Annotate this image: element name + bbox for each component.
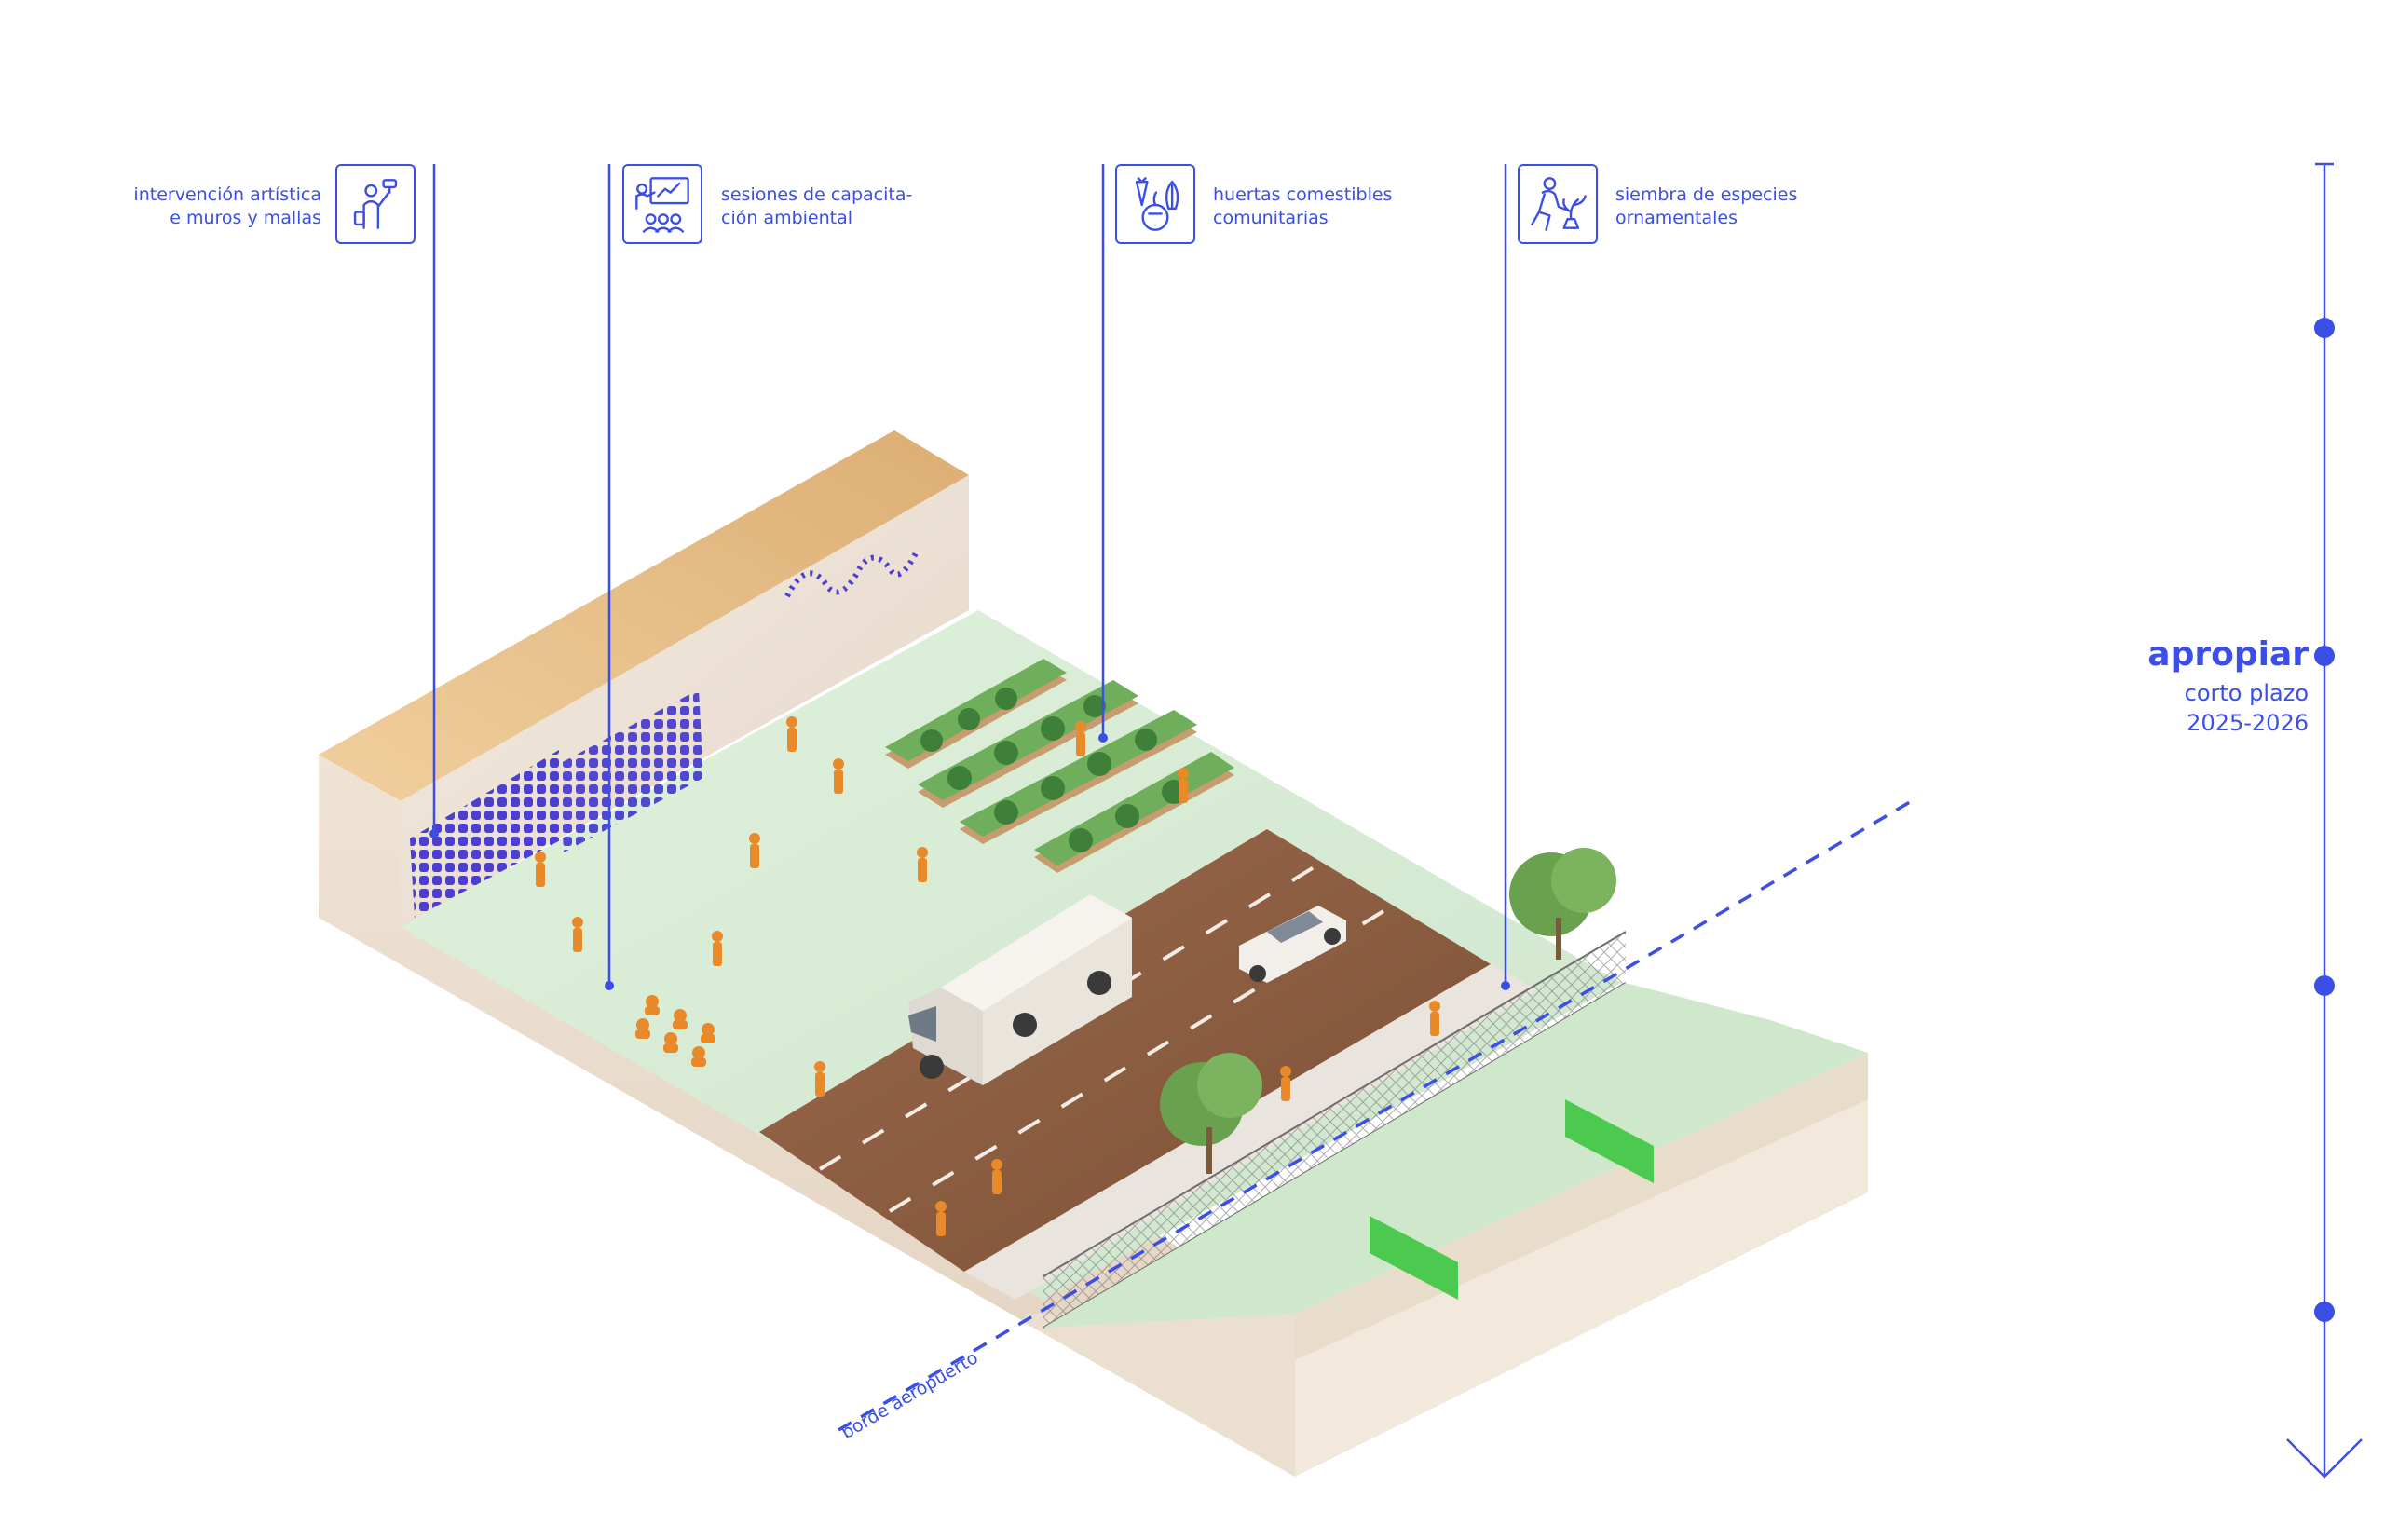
people-figures	[535, 716, 1440, 1236]
activity-label-ornamental: siembra de especies ornamentales	[1615, 184, 1798, 228]
timeline-marker-active	[2314, 646, 2335, 666]
timeline-marker	[2314, 318, 2335, 338]
truck	[908, 894, 1132, 1085]
planting-person-icon	[1518, 164, 1598, 244]
timeline-marker	[2314, 975, 2335, 996]
activity-label-art: intervención artística e muros y mallas	[133, 184, 321, 228]
pointer-lines	[429, 164, 1510, 990]
phase-term: corto plazo	[2184, 680, 2309, 706]
car	[1239, 906, 1346, 983]
vegetables-icon	[1115, 164, 1195, 244]
timeline-marker	[2314, 1302, 2335, 1322]
timeline	[2286, 162, 2363, 1479]
airport-edge-label: borde aeropuerto	[838, 1347, 981, 1443]
phase-years: 2025-2026	[2187, 710, 2309, 736]
activity-label-training: sesiones de capacita- ción ambiental	[721, 184, 913, 228]
wall-mural	[410, 750, 564, 918]
training-session-icon	[622, 164, 702, 244]
airport-lawn	[1043, 983, 1868, 1360]
activity-label-gardens: huertas comestibles comunitarias	[1213, 184, 1393, 228]
phase-title: apropiar	[2147, 635, 2309, 674]
trees	[1160, 848, 1616, 1174]
boundary-wall	[319, 430, 969, 927]
painter-icon	[335, 164, 416, 244]
